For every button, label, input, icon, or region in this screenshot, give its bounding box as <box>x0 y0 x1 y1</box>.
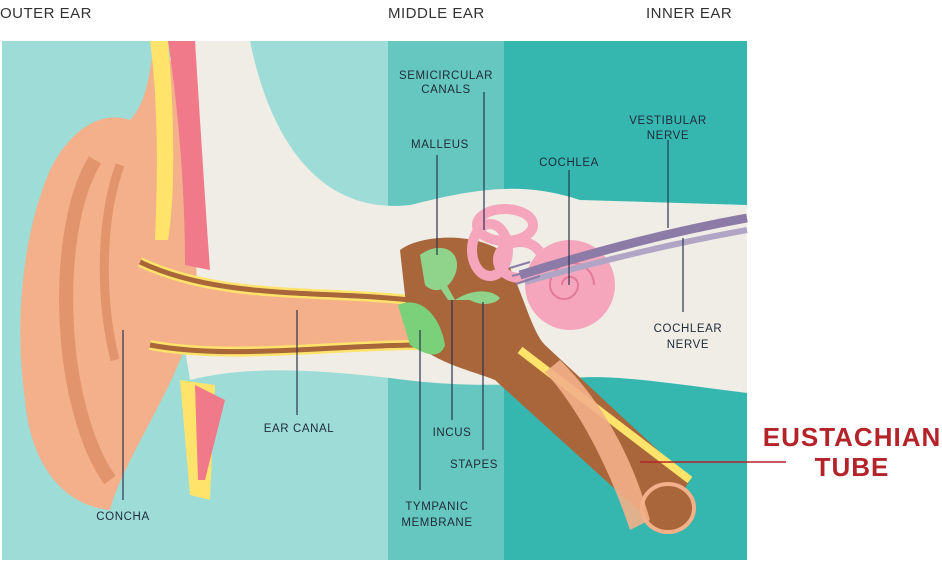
nerve-fibers <box>509 261 541 285</box>
cochlea-label: COCHLEA <box>539 157 599 169</box>
eustachian-label-2: TUBE <box>815 452 890 482</box>
tympanic-label-2: MEMBRANE <box>401 517 472 529</box>
eustachian-tube-end <box>640 482 696 534</box>
cochlear-nerve <box>524 227 748 285</box>
semicircular-label-1: SEMICIRCULAR <box>399 70 493 82</box>
malleus-shape <box>420 247 458 291</box>
canal-upper-wall <box>138 259 411 303</box>
canal-lower-wall <box>149 342 421 355</box>
canal-loop-3 <box>493 237 547 283</box>
vestibular-label-1: VESTIBULAR <box>629 115 707 127</box>
malleus-label: MALLEUS <box>411 139 469 151</box>
vestibular-nerve <box>518 213 748 280</box>
eustachian-tube-wall <box>545 360 650 530</box>
middle-ear-header: MIDDLE EAR <box>388 5 485 22</box>
auricle-fold <box>59 156 116 485</box>
skin-layer <box>168 41 210 270</box>
cochlear-label-1: COCHLEAR <box>654 323 723 335</box>
concha-label: CONCHA <box>96 511 149 523</box>
incus-shape <box>435 280 455 300</box>
outer-ear-header: OUTER EAR <box>0 5 92 22</box>
cochlear-label-2: NERVE <box>667 339 709 351</box>
auricle-inner-fold <box>99 163 125 362</box>
cochlea-spiral <box>548 262 595 300</box>
stapes-shape <box>455 291 500 304</box>
eustachian-label-1: EUSTACHIAN <box>763 422 942 452</box>
tympanic-membrane <box>398 302 445 355</box>
lobe-skin <box>195 385 225 480</box>
tympanic-label-1: TYMPANIC <box>405 501 468 513</box>
stapes-label: STAPES <box>450 459 498 471</box>
ear-canal-label: EAR CANAL <box>264 423 335 435</box>
vestibular-label-2: NERVE <box>647 130 689 142</box>
upper-cartilage <box>150 41 174 240</box>
semicircular-label-2: CANALS <box>421 84 471 96</box>
inner-ear-header: INNER EAR <box>646 5 732 22</box>
incus-label: INCUS <box>433 427 472 439</box>
